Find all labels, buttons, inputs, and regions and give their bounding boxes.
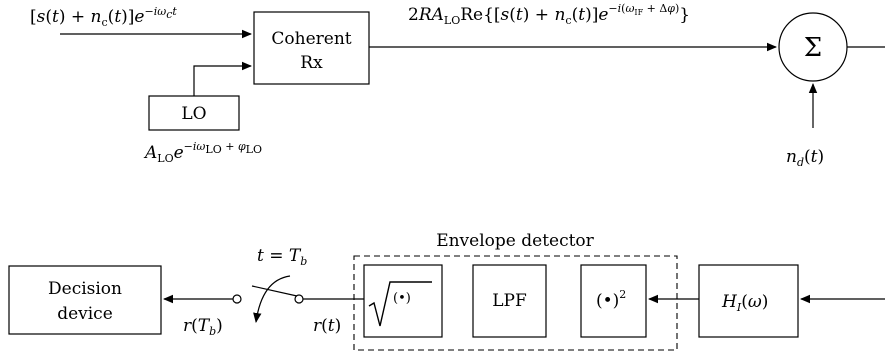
summer-block: Σ	[778, 12, 848, 82]
lo-block: LO	[148, 95, 240, 131]
switch-blade	[251, 285, 298, 297]
envelope-detector-box	[353, 255, 678, 351]
r-t-label: r(t)	[313, 316, 341, 336]
sqrt-block: (•)	[363, 264, 443, 338]
coherent-rx-block: Coherent Rx	[253, 11, 370, 85]
r-tb-label: r(Tb)	[183, 316, 223, 338]
lo-to-rx-arrow	[193, 61, 252, 96]
lpf-block-label: LPF	[492, 291, 527, 311]
coherent-rx-label-line2: Rx	[300, 53, 323, 73]
sqrt-block-label: (•)	[393, 291, 411, 306]
decision-device-label-line2: device	[57, 304, 113, 324]
input-signal-label: [s(t) + nc(t)]e−iωct	[30, 5, 177, 29]
sampling-arrow	[253, 275, 291, 323]
filter-block: HI(ω)	[698, 264, 799, 338]
switch-right-terminal	[294, 294, 304, 304]
noise-input-label: nd(t)	[786, 147, 824, 169]
decision-device-block: Decision device	[8, 265, 162, 335]
lpf-block: LPF	[472, 264, 547, 338]
envelope-detector-label: Envelope detector	[436, 231, 594, 251]
if-signal-label: 2RALORe{[s(t) + nc(t)]e−i(ωIF + Δφ)}	[408, 2, 690, 27]
lo-block-label: LO	[181, 104, 206, 124]
filter-block-label: HI(ω)	[721, 292, 768, 314]
sum-symbol: Σ	[804, 33, 822, 63]
coherent-rx-label-line1: Coherent	[271, 29, 351, 49]
sampling-time-label: t = Tb	[257, 246, 307, 268]
decision-device-label-line1: Decision	[48, 279, 122, 299]
square-block: (•)2	[580, 264, 647, 338]
switch-left-terminal	[232, 294, 242, 304]
square-block-label: (•)2	[596, 288, 626, 311]
sqrt-sign-icon	[368, 281, 432, 327]
lo-signal-label: ALOe−iωLO + φLO	[143, 140, 262, 165]
